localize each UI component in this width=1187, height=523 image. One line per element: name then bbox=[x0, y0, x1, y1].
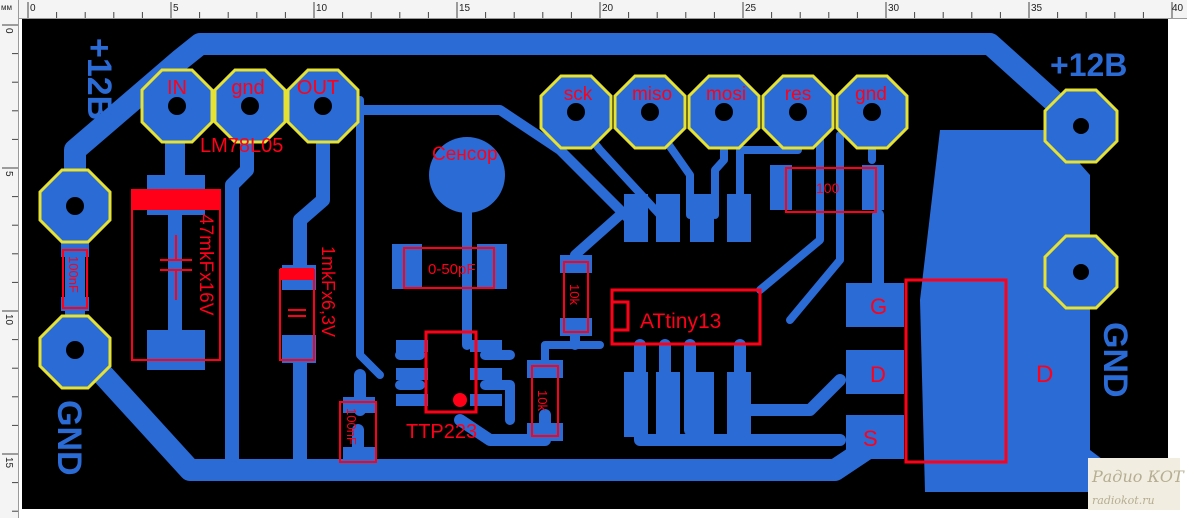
ruler-top-label: 15 bbox=[459, 3, 471, 14]
pad-isp-miso bbox=[613, 74, 687, 150]
cap-bottom-label: 100nF bbox=[344, 408, 359, 445]
cap-electro-small-label: 1mkFx6,3V bbox=[318, 246, 338, 337]
watermark-logo: Радио КОТ radiokot.ru bbox=[1088, 458, 1185, 510]
pad-reg-in bbox=[140, 68, 214, 144]
pad-power-plus-right bbox=[1043, 88, 1119, 164]
through-hole-pads bbox=[38, 68, 1119, 390]
isp-pin-res-label: res bbox=[785, 84, 811, 105]
ruler-left-label: 0 bbox=[3, 28, 14, 34]
ic-mcu-label: ATtiny13 bbox=[640, 310, 721, 333]
pad-isp-gnd bbox=[835, 74, 909, 150]
mosfet-pin-g-label: G bbox=[870, 294, 887, 319]
ruler-left-label: 10 bbox=[3, 314, 14, 326]
ic-touch-label: TTP223 bbox=[406, 421, 477, 443]
res-top-label: 100 bbox=[816, 180, 840, 196]
pad-power-plus-left bbox=[38, 168, 112, 244]
ruler-top-label: 0 bbox=[30, 3, 36, 14]
ruler-top-label: 40 bbox=[1172, 3, 1184, 14]
reg-pin-out-label: OUT bbox=[297, 77, 339, 99]
ruler-top-label: 25 bbox=[745, 3, 757, 14]
pad-reg-gnd bbox=[213, 68, 287, 144]
cap-sens-label: 0-50pF bbox=[428, 261, 476, 278]
sensor-label: Сенсор bbox=[432, 144, 498, 165]
mosfet-pin-s-label: S bbox=[863, 426, 878, 451]
regulator-part-label: LM78L05 bbox=[200, 135, 283, 157]
pad-power-gnd-right bbox=[1043, 234, 1119, 310]
svg-text:radiokot.ru: radiokot.ru bbox=[1092, 494, 1155, 507]
ruler-left: 0 5 10 15 bbox=[0, 0, 19, 518]
pad-isp-res bbox=[761, 74, 835, 150]
isp-pin-sck-label: sck bbox=[564, 84, 593, 105]
reg-pin-in-label: IN bbox=[167, 77, 187, 99]
isp-pin-gnd-label: gnd bbox=[855, 84, 887, 105]
svg-text:Радио КОТ: Радио КОТ bbox=[1091, 467, 1185, 486]
copper-pads bbox=[61, 130, 1110, 492]
silkscreen-fills bbox=[132, 190, 467, 407]
pad-reg-out bbox=[286, 68, 360, 144]
reg-pin-gnd-label: gnd bbox=[231, 77, 264, 99]
ruler-top: 0 5 10 15 20 25 30 35 40 bbox=[0, 0, 1187, 19]
res-mid-label: 10k bbox=[567, 284, 582, 305]
isp-pin-miso-label: miso bbox=[632, 84, 672, 105]
ruler-left-label: 15 bbox=[3, 457, 14, 469]
mosfet-pin-d-label: D bbox=[870, 362, 886, 387]
polarity-plus-big: + bbox=[172, 193, 180, 209]
res-low-label: 10k bbox=[535, 390, 550, 411]
power-left-gnd-label: GND bbox=[50, 400, 88, 476]
isp-pin-mosi-label: mosi bbox=[706, 84, 746, 105]
ruler-unit-label: мм bbox=[0, 0, 18, 18]
pad-isp-sck bbox=[539, 74, 613, 150]
cap-electro-big-label: 47mkFx16V bbox=[195, 214, 216, 316]
cap-left-label: 100nF bbox=[66, 256, 81, 293]
pad-power-gnd-left bbox=[38, 314, 112, 390]
pad-isp-mosi bbox=[687, 74, 761, 150]
power-right-plus-label: +12В bbox=[1050, 47, 1127, 83]
power-left-plus-label: +12В bbox=[80, 38, 118, 120]
ruler-top-label: 5 bbox=[173, 3, 179, 14]
power-right-gnd-label: GND bbox=[1096, 322, 1134, 398]
ruler-top-label: 20 bbox=[602, 3, 614, 14]
ruler-top-label: 30 bbox=[888, 3, 900, 14]
mosfet-tab-d-label: D bbox=[1036, 361, 1053, 388]
ruler-left-label: 5 bbox=[3, 171, 14, 177]
ruler-top-label: 35 bbox=[1031, 3, 1043, 14]
ruler-top-label: 10 bbox=[316, 3, 328, 14]
